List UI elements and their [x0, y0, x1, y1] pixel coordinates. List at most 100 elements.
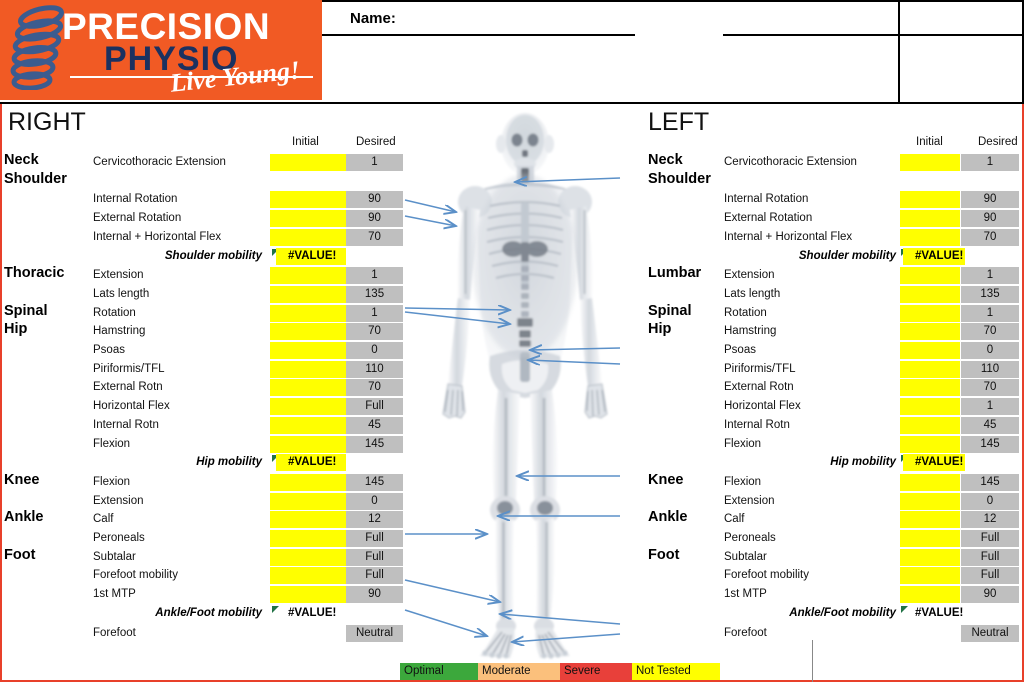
desired-value-cell[interactable]: 90 [961, 191, 1019, 209]
summary-value[interactable]: #VALUE! [903, 454, 965, 472]
initial-value-cell[interactable] [270, 398, 346, 416]
initial-value-cell[interactable] [270, 511, 346, 529]
desired-value-cell[interactable]: 0 [346, 492, 403, 510]
summary-value[interactable]: #VALUE! [288, 606, 337, 619]
summary-value[interactable]: #VALUE! [276, 454, 346, 472]
initial-value-cell[interactable] [900, 342, 960, 359]
initial-value-cell[interactable] [270, 473, 346, 491]
desired-value-cell[interactable]: 70 [961, 323, 1019, 341]
desired-value-cell[interactable]: Full [346, 548, 403, 566]
desired-value-cell[interactable]: 45 [961, 416, 1019, 434]
desired-value-cell[interactable]: 90 [961, 586, 1019, 604]
summary-value[interactable]: #VALUE! [903, 247, 965, 265]
initial-value-cell[interactable] [900, 154, 960, 171]
initial-value-cell[interactable] [900, 473, 960, 491]
initial-value-cell[interactable] [270, 304, 346, 322]
summary-value[interactable]: #VALUE! [276, 247, 346, 265]
desired-value-cell[interactable]: 90 [346, 191, 403, 209]
desired-value-cell[interactable]: 70 [961, 379, 1019, 397]
desired-value-cell[interactable]: 1 [346, 267, 403, 285]
desired-value-cell[interactable]: 70 [346, 323, 403, 341]
initial-value-cell[interactable] [270, 154, 346, 171]
initial-value-cell[interactable] [270, 435, 346, 453]
desired-value-cell[interactable]: Full [346, 567, 403, 585]
initial-value-cell[interactable] [270, 548, 346, 566]
initial-value-cell[interactable] [900, 267, 960, 285]
desired-value-cell[interactable]: 145 [961, 435, 1019, 453]
desired-value-cell[interactable]: 70 [346, 379, 403, 397]
desired-value-cell[interactable]: Neutral [346, 624, 403, 642]
desired-value-cell[interactable]: Neutral [961, 624, 1019, 642]
desired-value-cell[interactable]: 90 [961, 210, 1019, 228]
initial-value-cell[interactable] [270, 342, 346, 359]
initial-value-cell[interactable] [270, 530, 346, 547]
initial-value-cell[interactable] [900, 567, 960, 585]
name-field-cell[interactable] [322, 0, 900, 104]
initial-value-cell[interactable] [270, 323, 346, 341]
initial-value-cell[interactable] [900, 323, 960, 341]
initial-value-cell[interactable] [900, 285, 960, 303]
desired-value-cell[interactable]: Full [961, 530, 1019, 547]
desired-value-cell[interactable]: 0 [346, 342, 403, 359]
desired-value-cell[interactable]: 90 [346, 586, 403, 604]
initial-value-cell[interactable] [270, 267, 346, 285]
initial-value-cell[interactable] [270, 191, 346, 209]
initial-value-cell[interactable] [270, 416, 346, 434]
initial-value-cell[interactable] [900, 398, 960, 416]
initial-value-cell[interactable] [900, 435, 960, 453]
initial-value-cell[interactable] [900, 586, 960, 604]
desired-value-cell[interactable]: 135 [961, 285, 1019, 303]
initial-value-cell[interactable] [270, 285, 346, 303]
initial-value-cell[interactable] [900, 416, 960, 434]
desired-value-cell[interactable]: 1 [961, 267, 1019, 285]
desired-value-cell[interactable]: 110 [346, 360, 403, 378]
initial-value-cell[interactable] [900, 530, 960, 547]
desired-value-cell[interactable]: Full [346, 398, 403, 416]
initial-value-cell[interactable] [900, 379, 960, 397]
initial-value-cell[interactable] [900, 360, 960, 378]
initial-value-cell[interactable] [270, 228, 346, 246]
desired-value-cell[interactable]: 70 [346, 228, 403, 246]
initial-value-cell[interactable] [900, 304, 960, 322]
movement-label: Flexion [724, 437, 762, 450]
desired-value-cell[interactable]: 70 [961, 228, 1019, 246]
group-label-neck: Neck [4, 152, 39, 168]
desired-value-cell[interactable]: 145 [961, 473, 1019, 491]
desired-value-cell[interactable]: 110 [961, 360, 1019, 378]
summary-value[interactable]: #VALUE! [915, 606, 964, 619]
desired-value-cell[interactable]: Full [346, 530, 403, 547]
desired-value-cell[interactable]: 145 [346, 473, 403, 491]
movement-label: Lats length [724, 287, 781, 300]
initial-value-cell[interactable] [900, 548, 960, 566]
desired-value-cell[interactable]: Full [961, 567, 1019, 585]
initial-value-cell[interactable] [270, 492, 346, 510]
desired-value-cell[interactable]: 90 [346, 210, 403, 228]
initial-value-cell[interactable] [900, 210, 960, 228]
movement-label: Extension [724, 269, 775, 282]
movement-label: Flexion [93, 475, 131, 488]
initial-value-cell[interactable] [900, 511, 960, 529]
desired-value-cell[interactable]: 145 [346, 435, 403, 453]
desired-value-cell[interactable]: 1 [961, 154, 1019, 171]
desired-value-cell[interactable]: 12 [346, 511, 403, 529]
desired-value-cell[interactable]: 135 [346, 285, 403, 303]
desired-value-cell[interactable]: 1 [346, 154, 403, 171]
desired-value-cell[interactable]: 45 [346, 416, 403, 434]
desired-value-cell[interactable]: 0 [961, 342, 1019, 359]
initial-value-cell[interactable] [270, 360, 346, 378]
initial-value-cell[interactable] [900, 191, 960, 209]
initial-value-cell[interactable] [900, 228, 960, 246]
desired-value-cell[interactable]: 12 [961, 511, 1019, 529]
desired-value-cell[interactable]: 1 [346, 304, 403, 322]
desired-value-cell[interactable]: 0 [961, 492, 1019, 510]
initial-value-cell[interactable] [270, 379, 346, 397]
initial-value-cell[interactable] [900, 492, 960, 510]
header-side-cell[interactable] [900, 0, 1024, 104]
desired-value-cell[interactable]: 1 [961, 304, 1019, 322]
movement-label: Forefoot mobility [93, 569, 179, 582]
initial-value-cell[interactable] [270, 567, 346, 585]
desired-value-cell[interactable]: 1 [961, 398, 1019, 416]
initial-value-cell[interactable] [270, 210, 346, 228]
desired-value-cell[interactable]: Full [961, 548, 1019, 566]
initial-value-cell[interactable] [270, 586, 346, 604]
